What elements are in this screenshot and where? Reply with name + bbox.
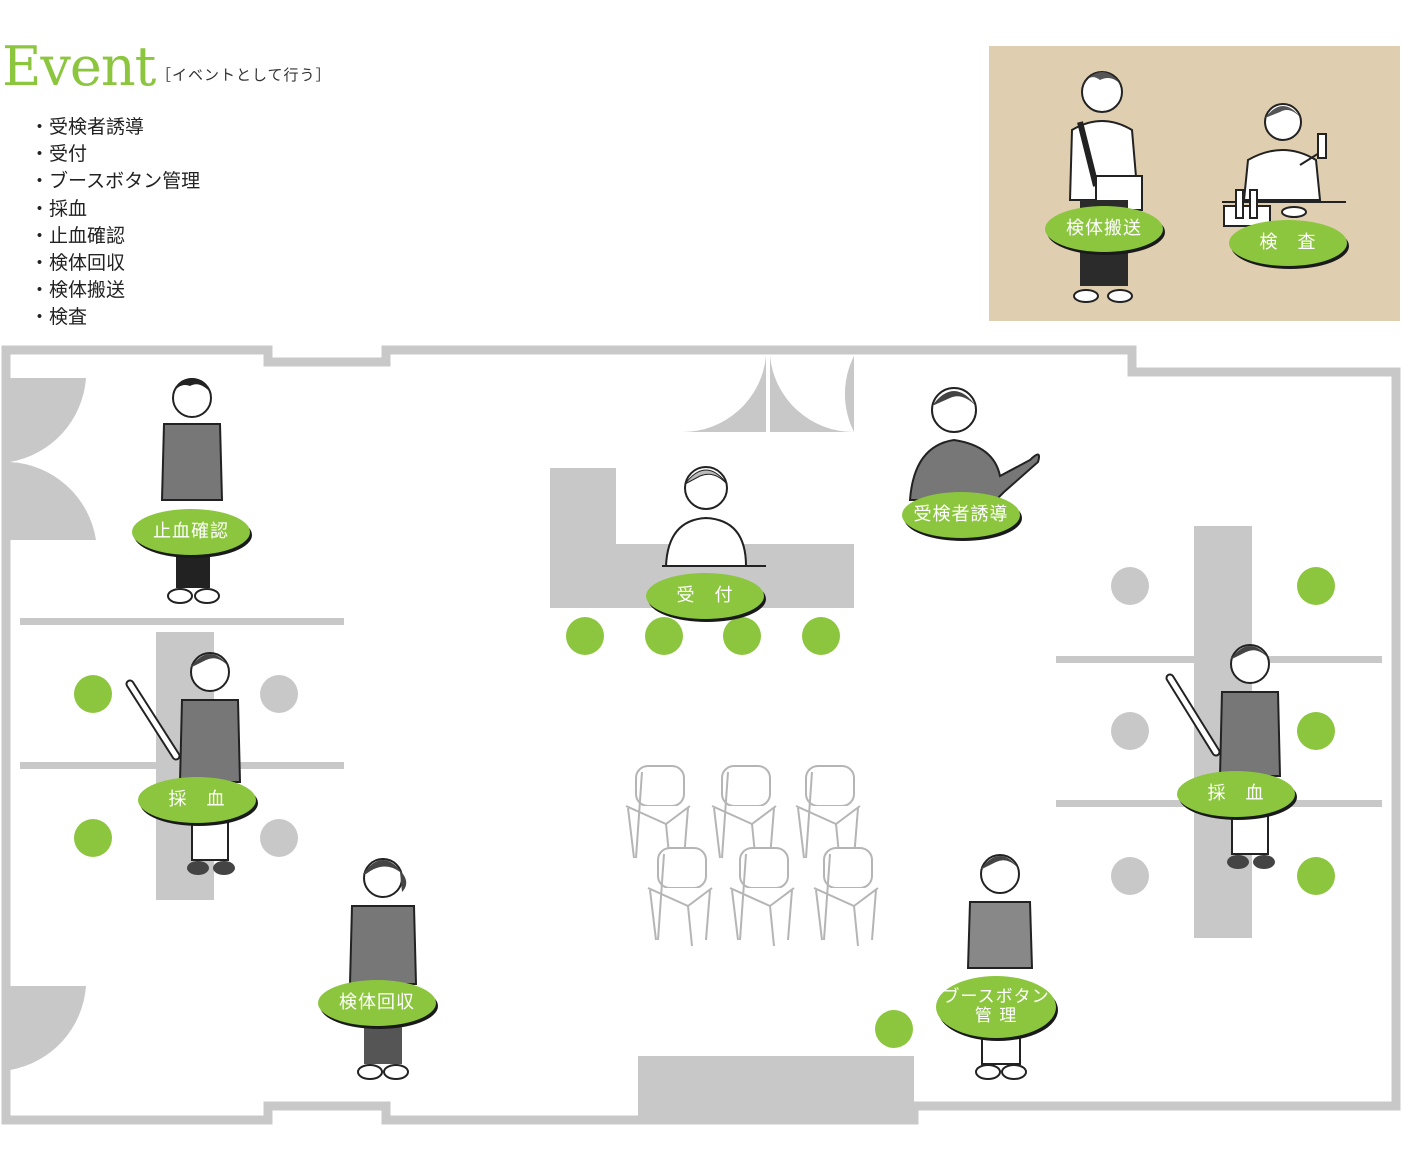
collection-staff-figure — [348, 858, 418, 1080]
task-item: ブースボタン管理 — [30, 168, 200, 195]
wall-curve — [10, 986, 86, 1070]
booth-label: ブースボタン 管 理 — [936, 976, 1056, 1038]
door — [682, 356, 766, 433]
event-subtitle: ［イベントとして行う］ — [156, 66, 332, 84]
partition — [20, 618, 344, 625]
event-title: Event — [2, 35, 156, 98]
task-item: 受付 — [30, 141, 200, 168]
task-item: 止血確認 — [30, 223, 200, 250]
guide-staff-figure — [908, 387, 1040, 501]
door — [770, 356, 854, 433]
task-item: 採血 — [30, 196, 200, 223]
wall-curve — [10, 378, 86, 462]
blood-left-staff-figure — [125, 652, 242, 875]
reception-staff-figure — [662, 466, 766, 567]
task-item: 受検者誘導 — [30, 114, 200, 141]
hemostasis-label: 止血確認 — [132, 509, 250, 555]
floor-outline — [1, 345, 1401, 1125]
task-item: 検体搬送 — [30, 277, 200, 304]
counter — [638, 1056, 914, 1120]
booth-markers — [74, 567, 1335, 1048]
collection-label: 検体回収 — [318, 980, 436, 1026]
transport-label: 検体搬送 — [1045, 206, 1163, 252]
wall-curve — [10, 462, 96, 540]
task-list: 受検者誘導 受付 ブースボタン管理 採血 止血確認 検体回収 検体搬送 検査 — [30, 114, 200, 332]
blood-left-label: 採 血 — [138, 777, 256, 823]
hemostasis-staff-figure — [160, 378, 224, 604]
task-item: 検体回収 — [30, 250, 200, 277]
blood-right-staff-figure — [1165, 644, 1282, 869]
transport-person-figure — [1068, 71, 1143, 303]
lab-inset-panel — [989, 46, 1400, 321]
waiting-chairs — [625, 765, 879, 947]
test-label: 検 査 — [1229, 220, 1347, 266]
reception-label: 受 付 — [646, 573, 764, 619]
guide-label: 受検者誘導 — [902, 492, 1020, 538]
booth-staff-figure — [966, 854, 1034, 1080]
task-item: 検査 — [30, 304, 200, 331]
blood-right-label: 採 血 — [1177, 771, 1295, 817]
lab-technician-figure — [1222, 103, 1346, 227]
reception-desk — [550, 468, 854, 608]
